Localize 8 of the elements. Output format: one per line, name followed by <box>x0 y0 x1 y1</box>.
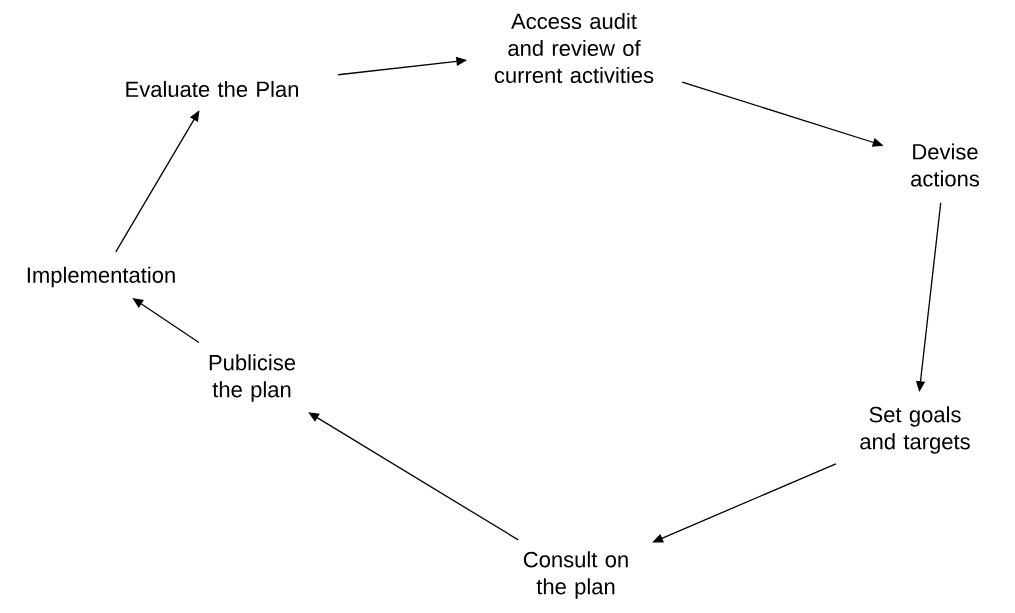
step-label: Publicise the plan <box>209 354 296 402</box>
step-label: Evaluate the Plan <box>126 80 298 98</box>
step-label: Access audit and review of current activities <box>494 12 654 84</box>
step-label: Set goals and targets <box>860 406 970 454</box>
step-label: Consult on the plan <box>523 551 628 599</box>
step-label: Devise actions <box>911 143 980 187</box>
step-label: Implementation <box>27 266 175 288</box>
arrow <box>308 412 519 541</box>
